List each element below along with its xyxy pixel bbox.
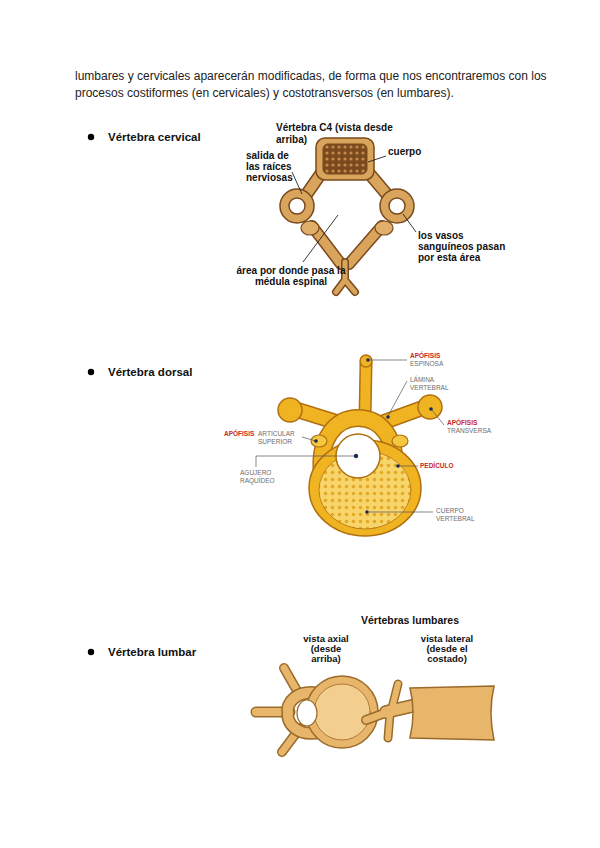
cervical-vertebra — [289, 198, 305, 214]
body-paragraph: lumbares y cervicales aparecerán modific… — [75, 68, 557, 102]
dorsal-vertebra — [278, 398, 302, 422]
part-label: APÓFISIS — [410, 352, 450, 360]
leader-line — [370, 360, 407, 361]
leader-dot — [429, 407, 433, 411]
leader-dot — [386, 415, 390, 419]
view-label: vista lateral (desde el costado) — [418, 634, 476, 664]
leader-line — [303, 215, 338, 262]
part-label: área por donde pasa la médula espinal — [236, 265, 346, 287]
lumbar-vertebra-lateral — [366, 712, 388, 720]
bullet-heading: Vértebra dorsal — [108, 365, 248, 379]
figure-title: Vértebras lumbares — [345, 614, 475, 626]
leader-line — [403, 214, 416, 232]
leader-line — [292, 172, 302, 194]
leader-line — [369, 512, 433, 513]
leader-line — [388, 381, 407, 416]
cervical-vertebra — [280, 189, 314, 223]
part-label: CUERPO VERTEBRAL — [436, 507, 478, 523]
cervical-vertebra — [301, 221, 319, 235]
lumbar-vertebra-lateral — [366, 684, 494, 740]
view-label: vista axial (desde arriba) — [300, 634, 352, 664]
leader-dot — [366, 358, 370, 362]
dorsal-vertebra — [311, 435, 327, 447]
dorsal-vertebra — [418, 395, 442, 419]
figure-title: Vértebra C4 (vista desde arriba) — [276, 122, 426, 146]
bullet-dot — [88, 649, 94, 655]
lumbar-vertebra-lateral — [392, 684, 398, 708]
part-label: TRANSVERSA — [447, 427, 497, 435]
part-label: APÓFISIS — [447, 419, 487, 427]
part-label: AGUJERO RAQUÍDEO — [240, 469, 280, 485]
part-label: LÁMINA VERTEBRAL — [410, 376, 452, 392]
cervical-vertebra — [389, 198, 405, 214]
bullet-heading: Vértebra lumbar — [108, 645, 248, 659]
leader-dot — [365, 510, 369, 514]
bullet-heading: Vértebra cervical — [108, 130, 248, 144]
lumbar-vertebra-lateral — [410, 686, 494, 740]
leader-line — [256, 456, 354, 467]
cervical-vertebra — [375, 221, 393, 235]
leader-dot — [396, 464, 400, 468]
part-label: salida de las raíces nerviosas — [246, 150, 296, 183]
part-label: cuerpo — [388, 146, 438, 157]
part-label: APÓFISIS — [224, 430, 258, 438]
part-label: ARTICULAR SUPERIOR — [258, 430, 300, 446]
cervical-vertebra — [323, 144, 367, 174]
leader-line — [368, 156, 386, 162]
dorsal-vertebra — [392, 435, 408, 447]
leader-dot — [314, 439, 318, 443]
leader-line — [398, 466, 418, 467]
leader-line — [302, 437, 316, 441]
cervical-vertebra — [380, 189, 414, 223]
bullet-dot — [88, 134, 94, 655]
part-label: PEDÍCULO — [420, 462, 465, 470]
leader-line — [432, 410, 444, 425]
lumbar-vertebra-axial — [297, 700, 317, 726]
part-label: ESPINOSA — [410, 360, 450, 368]
lumbar-vertebra-axial — [256, 668, 378, 752]
lumbar-vertebra-lateral — [388, 714, 390, 738]
leader-dot — [354, 454, 358, 458]
cervical-vertebra — [316, 138, 374, 180]
bullet-dot — [88, 134, 94, 140]
lumbar-vertebra-lateral — [388, 714, 390, 738]
lumbar-vertebra-axial — [314, 684, 370, 740]
dorsal-vertebra — [360, 355, 372, 367]
lumbar-vertebra-lateral — [366, 712, 388, 720]
leader-line — [292, 156, 416, 262]
bullet-dot — [88, 369, 94, 375]
part-label: los vasos sanguíneos pasan por esta área — [418, 230, 508, 263]
